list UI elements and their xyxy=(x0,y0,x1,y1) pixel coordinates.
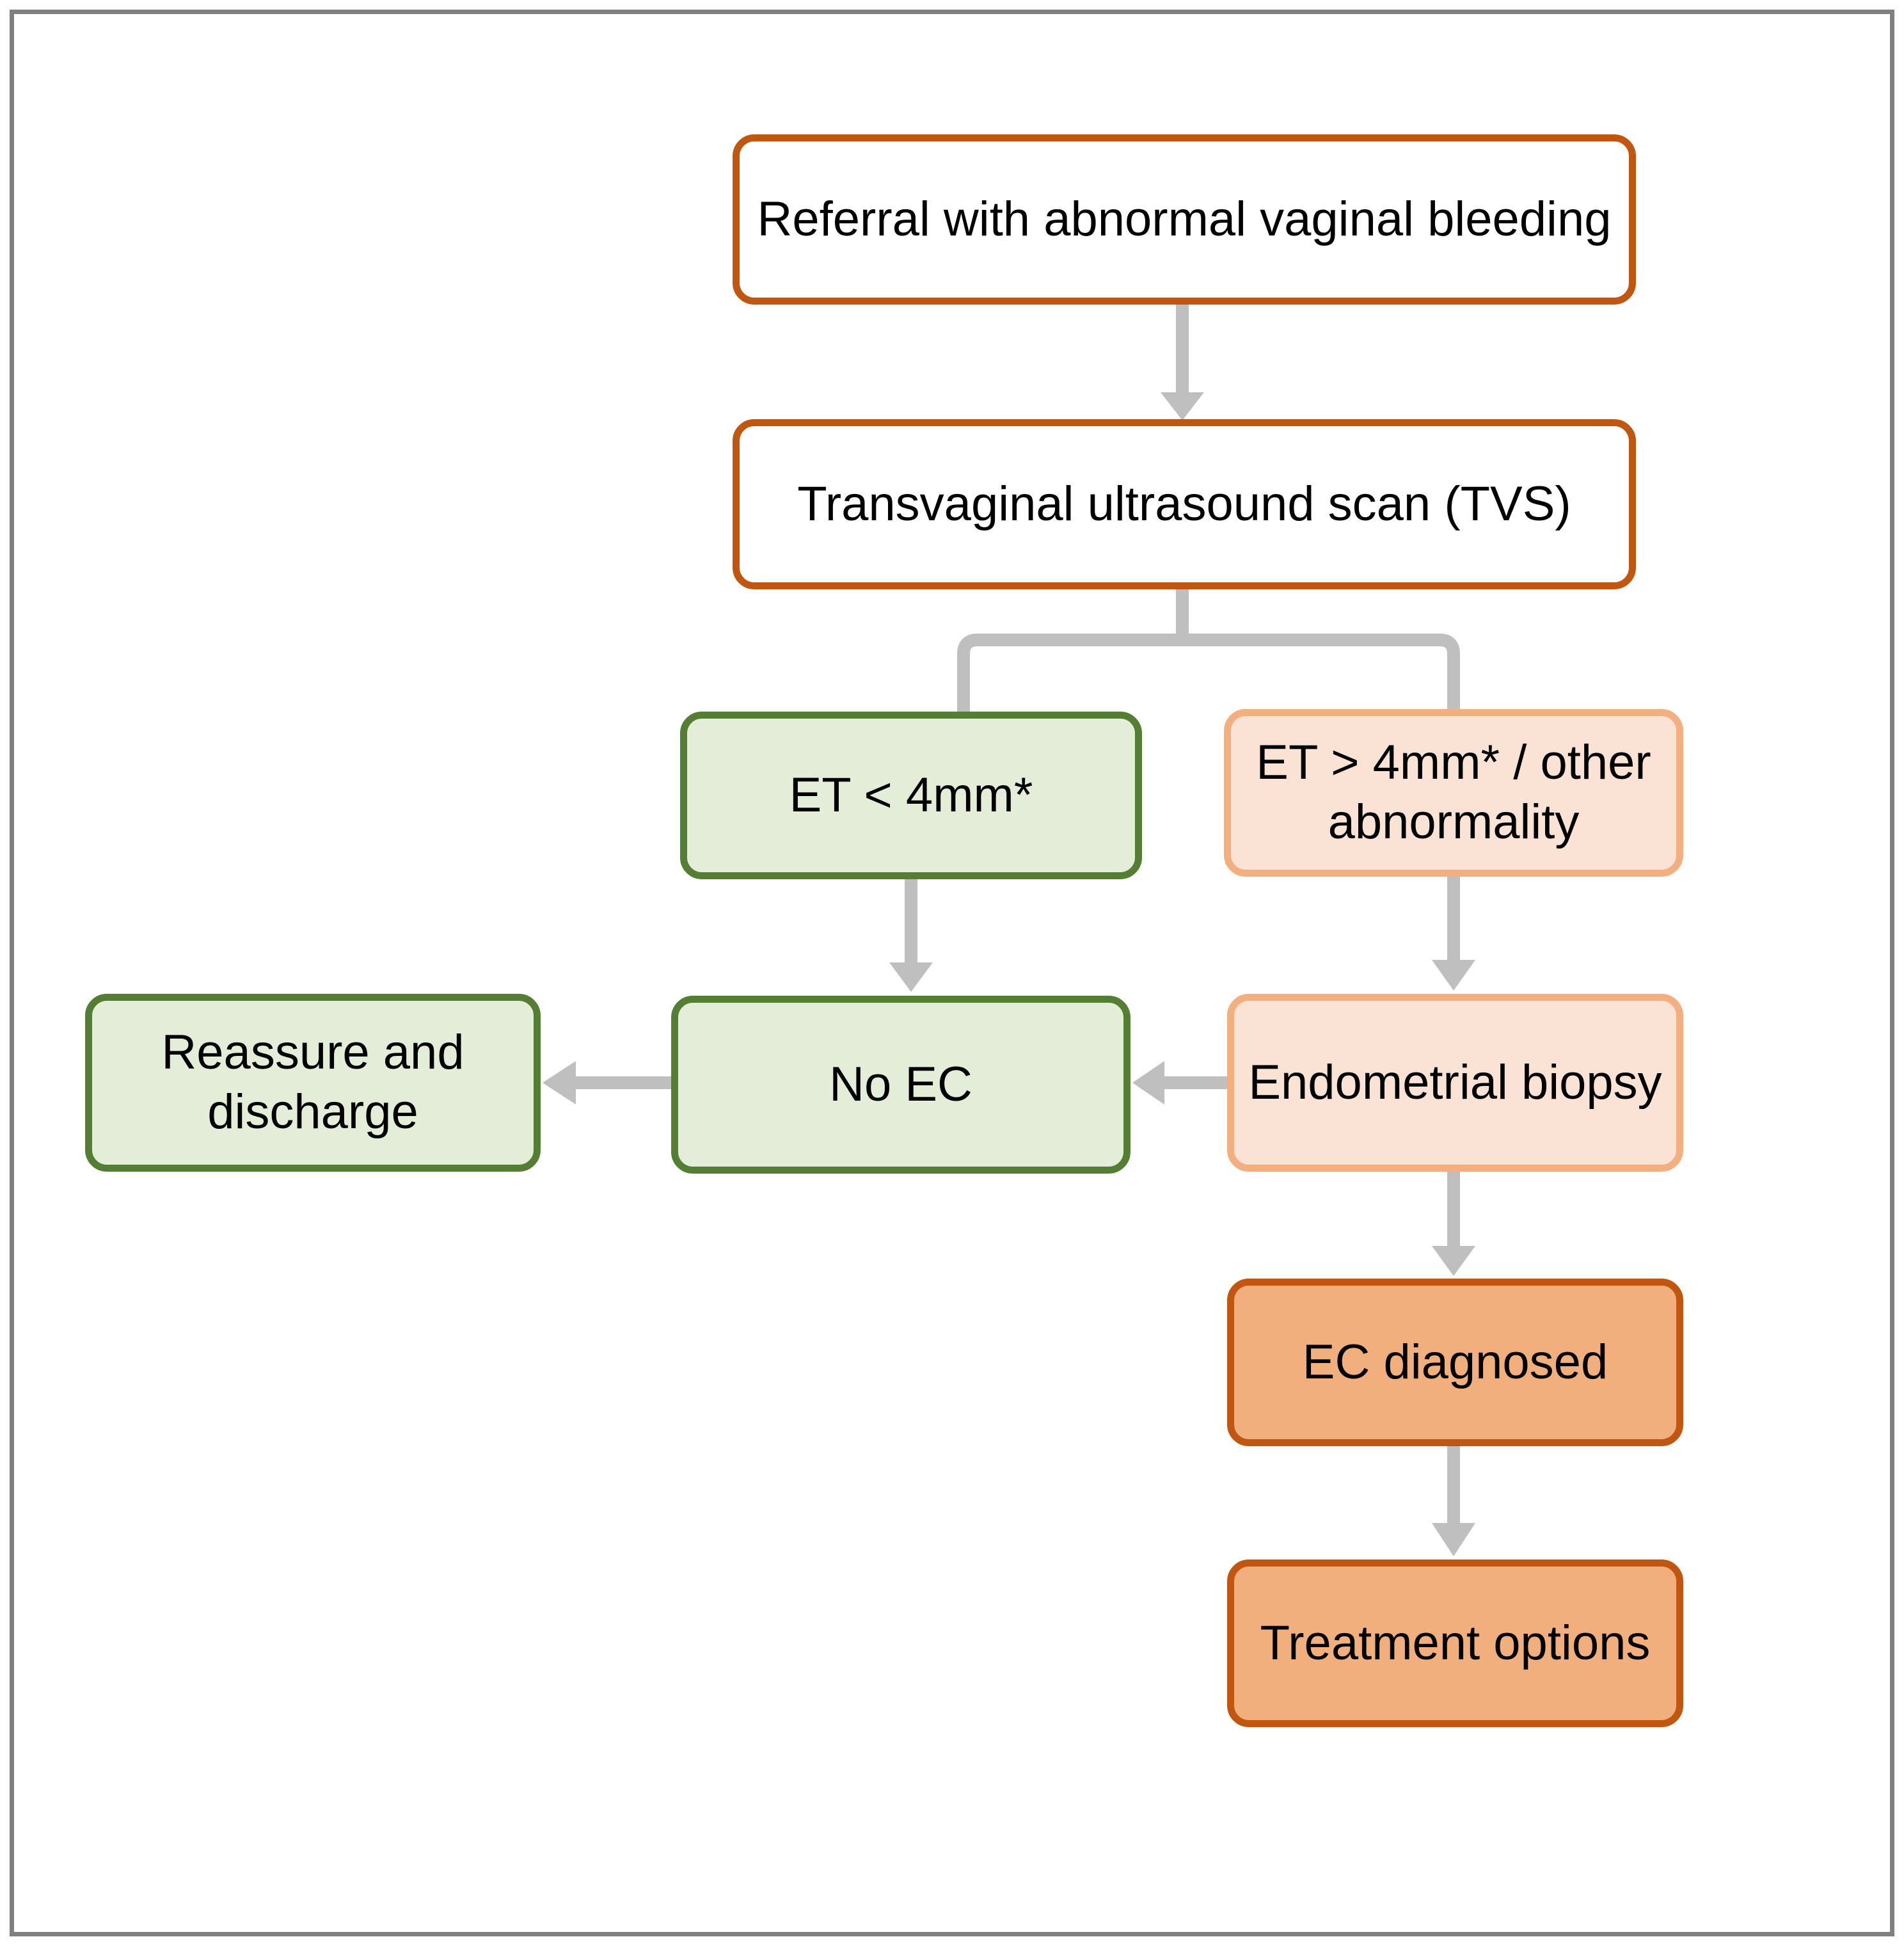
node-ec-diagnosed[interactable]: EC diagnosed xyxy=(1227,1279,1683,1446)
edge-biopsy-to-ec-diagnosed xyxy=(1432,1172,1475,1276)
edge-biopsy-to-no-ec xyxy=(1132,1061,1228,1105)
node-label: ET < 4mm* xyxy=(789,767,1033,822)
edge-et-thin-to-no-ec xyxy=(889,879,933,992)
node-endometrial-biopsy[interactable]: Endometrial biopsy xyxy=(1227,994,1683,1172)
node-treatment-options[interactable]: Treatment options xyxy=(1227,1559,1683,1727)
edge-no-ec-to-reassure xyxy=(543,1061,672,1105)
node-label: Endometrial biopsy xyxy=(1248,1055,1662,1110)
node-no-ec[interactable]: No EC xyxy=(671,996,1130,1174)
node-label: Referral with abnormal vaginal bleeding xyxy=(757,191,1612,246)
edge-tvs-split xyxy=(957,589,1460,712)
node-label: Transvaginal ultrasound scan (TVS) xyxy=(797,476,1571,531)
node-reassure-and-discharge[interactable]: Reassure and discharge xyxy=(85,994,541,1172)
node-label: ET > 4mm* / other abnormality xyxy=(1256,735,1651,849)
edge-et-thick-to-biopsy xyxy=(1432,877,1475,991)
edge-referral-to-tvs xyxy=(1161,305,1204,420)
node-label: EC diagnosed xyxy=(1302,1334,1608,1389)
node-et-less-than-4mm[interactable]: ET < 4mm* xyxy=(680,712,1142,879)
node-label: Reassure and discharge xyxy=(161,1025,464,1139)
edge-ec-diagnosed-to-treatment xyxy=(1432,1446,1475,1556)
node-et-greater-than-4mm-or-other-abnormality[interactable]: ET > 4mm* / other abnormality xyxy=(1224,709,1683,877)
node-label: Treatment options xyxy=(1260,1615,1651,1670)
node-referral-with-abnormal-vaginal-bleeding[interactable]: Referral with abnormal vaginal bleeding xyxy=(733,134,1636,305)
node-label: No EC xyxy=(829,1057,972,1112)
node-transvaginal-ultrasound-scan[interactable]: Transvaginal ultrasound scan (TVS) xyxy=(733,419,1636,589)
